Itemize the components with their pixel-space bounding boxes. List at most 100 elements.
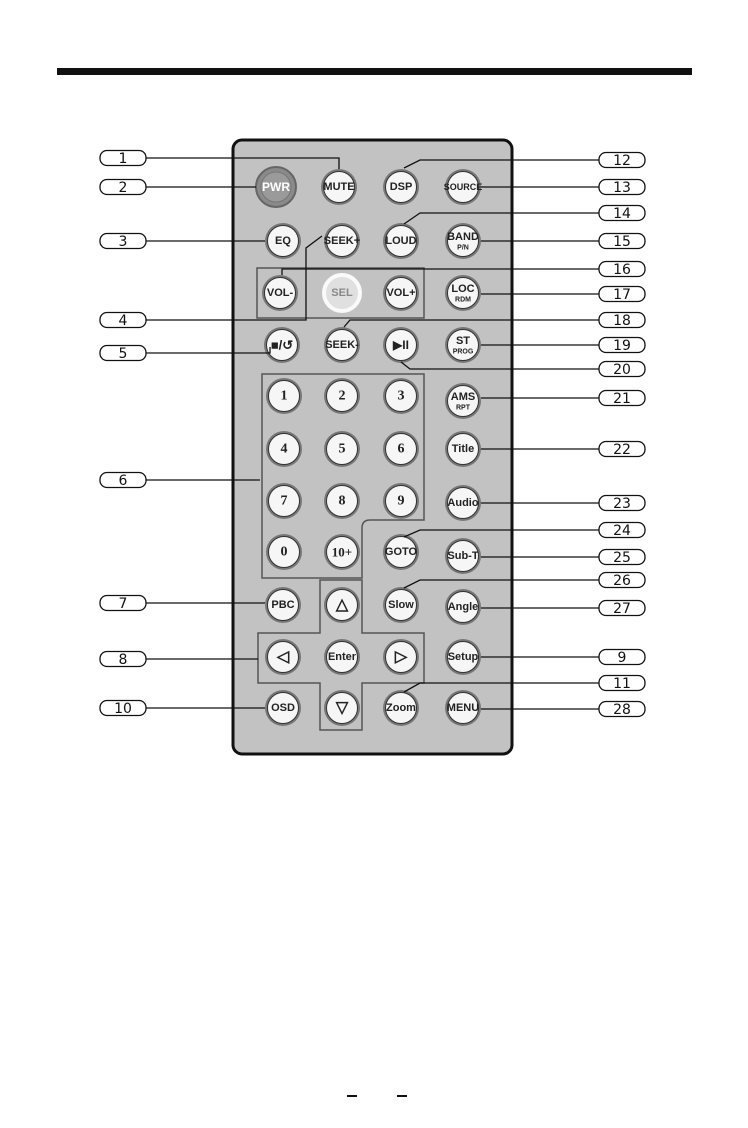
button-num5[interactable]: 5 <box>324 431 360 467</box>
callout-number: 12 <box>613 153 631 169</box>
callout-15: 15 <box>598 232 646 250</box>
callout-4: 4 <box>99 311 147 329</box>
button-num10plus[interactable]: 10+ <box>324 534 360 570</box>
button-mute[interactable]: MUTE <box>321 169 357 205</box>
button-subt[interactable]: Sub-T <box>445 538 481 574</box>
callout-6: 6 <box>99 471 147 489</box>
button-sel[interactable]: SEL <box>322 273 362 313</box>
button-num7[interactable]: 7 <box>266 483 302 519</box>
callout-17: 17 <box>598 285 646 303</box>
button-audio[interactable]: Audio <box>445 485 481 521</box>
callout-16: 16 <box>598 260 646 278</box>
button-loud[interactable]: LOUD <box>383 223 419 259</box>
label-enter: Enter <box>328 651 357 663</box>
callout-number: 26 <box>613 573 631 589</box>
label-down: ▽ <box>335 700 349 717</box>
label-num4: 4 <box>281 442 288 457</box>
button-slow[interactable]: Slow <box>383 587 419 623</box>
button-osd[interactable]: OSD <box>265 690 301 726</box>
button-num1[interactable]: 1 <box>266 378 302 414</box>
callout-19: 19 <box>598 336 646 354</box>
button-vol-minus[interactable]: VOL- <box>262 275 298 311</box>
remote-body <box>231 138 514 756</box>
button-num4[interactable]: 4 <box>266 431 302 467</box>
button-left[interactable]: ◁ <box>265 639 301 675</box>
callout-10: 10 <box>99 699 147 717</box>
callout-number: 21 <box>613 391 631 407</box>
callout-number: 9 <box>618 650 627 666</box>
button-seek-minus[interactable]: SEEK- <box>324 327 360 363</box>
callout-number: 11 <box>613 676 631 692</box>
leader-line <box>281 268 599 275</box>
header-rule <box>57 68 692 75</box>
label-source: SOURCE <box>444 182 483 192</box>
button-num8[interactable]: 8 <box>324 483 360 519</box>
button-goto[interactable]: GOTO <box>383 534 419 570</box>
button-up[interactable]: △ <box>324 587 360 623</box>
label-num10plus: 10+ <box>332 545 352 560</box>
label-num1: 1 <box>281 389 288 404</box>
label-num3: 3 <box>398 389 405 404</box>
callout-number: 8 <box>119 652 128 668</box>
sublabel-ams-sub: RPT <box>456 405 471 412</box>
button-down[interactable]: ▽ <box>324 690 360 726</box>
button-num6[interactable]: 6 <box>383 431 419 467</box>
button-num2[interactable]: 2 <box>324 378 360 414</box>
label-dsp: DSP <box>390 181 413 193</box>
button-play-pause[interactable]: ▶II <box>383 327 419 363</box>
label-right: ▷ <box>394 649 408 666</box>
label-vol-minus: VOL- <box>267 287 294 299</box>
button-num9[interactable]: 9 <box>383 483 419 519</box>
button-setup[interactable]: Setup <box>445 639 481 675</box>
button-right[interactable]: ▷ <box>383 639 419 675</box>
label-goto: GOTO <box>385 546 418 558</box>
label-mute: MUTE <box>323 181 354 193</box>
button-enter[interactable]: Enter <box>324 639 360 675</box>
button-pwr[interactable]: PWR <box>255 166 297 208</box>
button-vol-plus[interactable]: VOL+ <box>383 275 419 311</box>
label-pwr: PWR <box>262 180 290 194</box>
button-angle[interactable]: Angle <box>445 589 481 625</box>
label-audio: Audio <box>447 497 478 509</box>
callout-number: 4 <box>119 313 128 329</box>
callout-number: 1 <box>119 151 128 167</box>
label-num8: 8 <box>339 494 346 509</box>
callout-number: 10 <box>114 701 132 717</box>
button-num0[interactable]: 0 <box>266 534 302 570</box>
callout-12: 12 <box>598 151 646 169</box>
button-group-outlines <box>256 267 425 731</box>
callout-13: 13 <box>598 178 646 196</box>
label-loc: LOC <box>451 283 474 295</box>
callout-25: 25 <box>598 548 646 566</box>
button-menu[interactable]: MENU <box>445 690 481 726</box>
label-sel: SEL <box>331 287 353 299</box>
callout-21: 21 <box>598 389 646 407</box>
button-dsp[interactable]: DSP <box>383 169 419 205</box>
callout-14: 14 <box>598 204 646 222</box>
label-num7: 7 <box>281 494 288 509</box>
callout-number: 24 <box>613 523 631 539</box>
leader-line <box>343 319 599 328</box>
button-pbc[interactable]: PBC <box>265 587 301 623</box>
button-seek-plus[interactable]: SEEK+ <box>324 223 360 259</box>
label-osd: OSD <box>271 702 295 714</box>
callout-number: 15 <box>613 234 631 250</box>
callout-9: 9 <box>598 648 646 666</box>
callout-number: 25 <box>613 550 631 566</box>
callout-24: 24 <box>598 521 646 539</box>
button-zoom[interactable]: Zoom <box>383 690 419 726</box>
label-vol-plus: VOL+ <box>386 287 415 299</box>
callout-1: 1 <box>99 149 147 167</box>
footer-dash-right <box>397 1095 407 1097</box>
button-title[interactable]: Title <box>445 431 481 467</box>
leader-line <box>400 361 599 370</box>
callout-number: 2 <box>119 180 128 196</box>
button-eq[interactable]: EQ <box>265 223 301 259</box>
button-num3[interactable]: 3 <box>383 378 419 414</box>
button-source[interactable]: SOURCE <box>444 169 483 205</box>
button-stop-return[interactable]: ■/↺ <box>264 327 300 363</box>
